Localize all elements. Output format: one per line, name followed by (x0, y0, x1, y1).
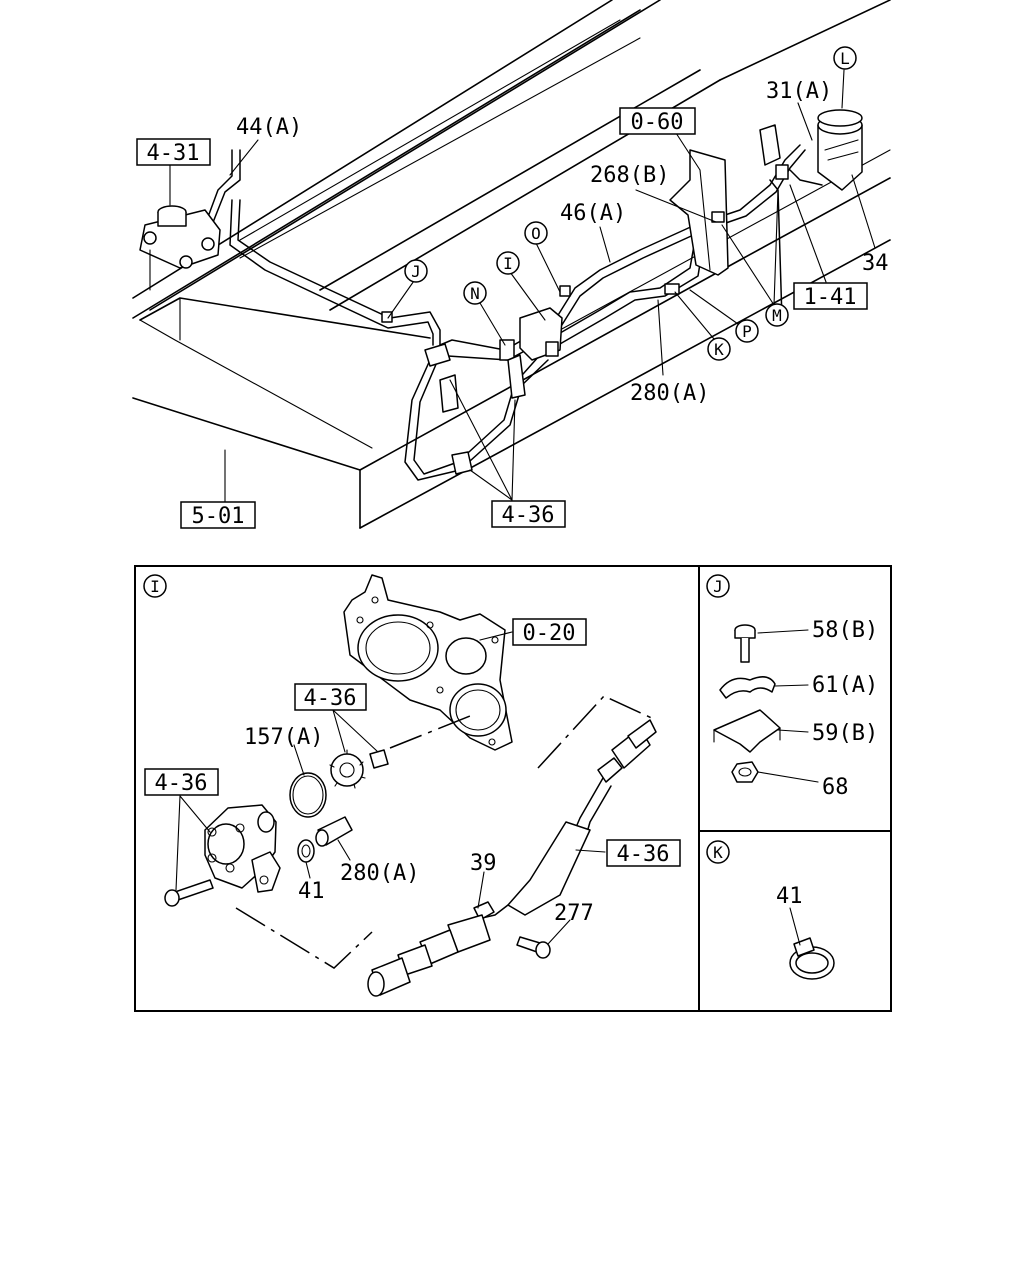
svg-text:M: M (772, 306, 782, 325)
part-277-label: 277 (554, 901, 594, 926)
bracket-59b (713, 709, 781, 753)
letter-M-marker: M (765, 303, 789, 327)
callout-ref-4-36-gear: 4-36 (294, 683, 367, 711)
bracket-0-60 (669, 149, 729, 276)
part-46a-label: 46(A) (560, 201, 626, 226)
part-41-clamp-label: 41 (776, 884, 803, 909)
bolt-58b (734, 624, 756, 663)
letter-L-marker: L (833, 46, 857, 70)
callout-ref-4-36-pump: 4-36 (144, 768, 219, 796)
svg-text:P: P (742, 322, 752, 341)
part-268b-label: 268(B) (590, 163, 669, 188)
svg-text:K: K (713, 843, 723, 862)
o-ring-157a (289, 772, 327, 818)
detail-i-leader-lines (175, 631, 606, 945)
letter-J-marker: J (404, 259, 428, 283)
svg-text:J: J (713, 577, 723, 596)
letter-I-marker: I (496, 251, 520, 275)
part-59b-label: 59(B) (812, 721, 878, 746)
detail-j-leader-lines (757, 629, 819, 783)
part-31a-label: 31(A) (766, 79, 832, 104)
hose-assembly (367, 719, 657, 997)
reservoir-tank (759, 109, 863, 191)
ref-4-36-label: 4-36 (502, 503, 555, 528)
part-280a-label: 280(A) (630, 381, 709, 406)
collar-280a (315, 816, 353, 847)
drive-gear (329, 749, 389, 789)
svg-text:K: K (714, 340, 724, 359)
svg-text:L: L (840, 49, 850, 68)
detail-i-letter: I (143, 574, 167, 598)
detail-i-center-lines (235, 695, 657, 969)
part-157a-label: 157(A) (244, 725, 323, 750)
part-68-label: 68 (822, 775, 849, 800)
detail-panels (134, 565, 892, 1012)
proportioning-valve (139, 205, 221, 291)
callout-ref-4-36-hose: 4-36 (606, 839, 681, 867)
detail-j-view: J 58(B) 61(A) 59(B) 68 (706, 574, 878, 800)
pipe-clamps (381, 164, 789, 475)
svg-text:J: J (411, 262, 421, 281)
ref-4-36-hose-label: 4-36 (617, 842, 670, 867)
callout-ref-1-41: 1-41 (793, 282, 868, 310)
ref-0-20-label: 0-20 (523, 621, 576, 646)
part-280a-detail-label: 280(A) (340, 861, 419, 886)
main-leader-lines (169, 69, 876, 504)
part-61a-label: 61(A) (812, 673, 878, 698)
callout-ref-4-31: 4-31 (136, 138, 211, 166)
letter-N-marker: N (463, 281, 487, 305)
part-58b-label: 58(B) (812, 618, 878, 643)
callout-ref-0-60: 0-60 (619, 107, 696, 135)
letter-O-marker: O (524, 221, 548, 245)
clip-61a (719, 676, 776, 699)
callout-ref-4-36: 4-36 (491, 500, 566, 528)
svg-text:I: I (503, 254, 513, 273)
hose-clamp-41 (789, 937, 835, 980)
ref-4-36-gear-label: 4-36 (304, 686, 357, 711)
part-44a-label: 44(A) (236, 115, 302, 140)
detail-k-view: K 41 (706, 840, 835, 980)
part-39-label: 39 (470, 851, 497, 876)
svg-text:O: O (531, 224, 541, 243)
detail-j-letter: J (706, 574, 730, 598)
pump-bolt (164, 879, 214, 907)
part-34-label: 34 (862, 251, 889, 276)
ref-1-41-label: 1-41 (804, 285, 857, 310)
nut-68 (731, 761, 759, 783)
ref-4-36-pump-label: 4-36 (155, 771, 208, 796)
letter-K-marker: K (707, 337, 731, 361)
part-41-detail-label: 41 (298, 879, 325, 904)
seal-41 (297, 839, 315, 863)
detail-k-leader-line (789, 907, 801, 946)
svg-text:N: N (470, 284, 480, 303)
brake-pump-body (204, 804, 281, 893)
svg-text:I: I (150, 577, 160, 596)
detail-i-view: I (143, 574, 681, 997)
ref-4-31-label: 4-31 (147, 141, 200, 166)
hose-bolt-277 (516, 936, 551, 959)
detail-k-letter: K (706, 840, 730, 864)
callout-ref-0-20: 0-20 (512, 618, 587, 646)
letter-P-marker: P (735, 319, 759, 343)
callout-ref-5-01: 5-01 (180, 501, 256, 529)
main-assembly-view: 4-31 0-60 1-41 5-01 4-36 44(A) 31(A) 268… (132, 0, 891, 529)
ref-0-60-label: 0-60 (631, 110, 684, 135)
gear-case-plate (343, 574, 513, 751)
ref-5-01-label: 5-01 (192, 504, 245, 529)
